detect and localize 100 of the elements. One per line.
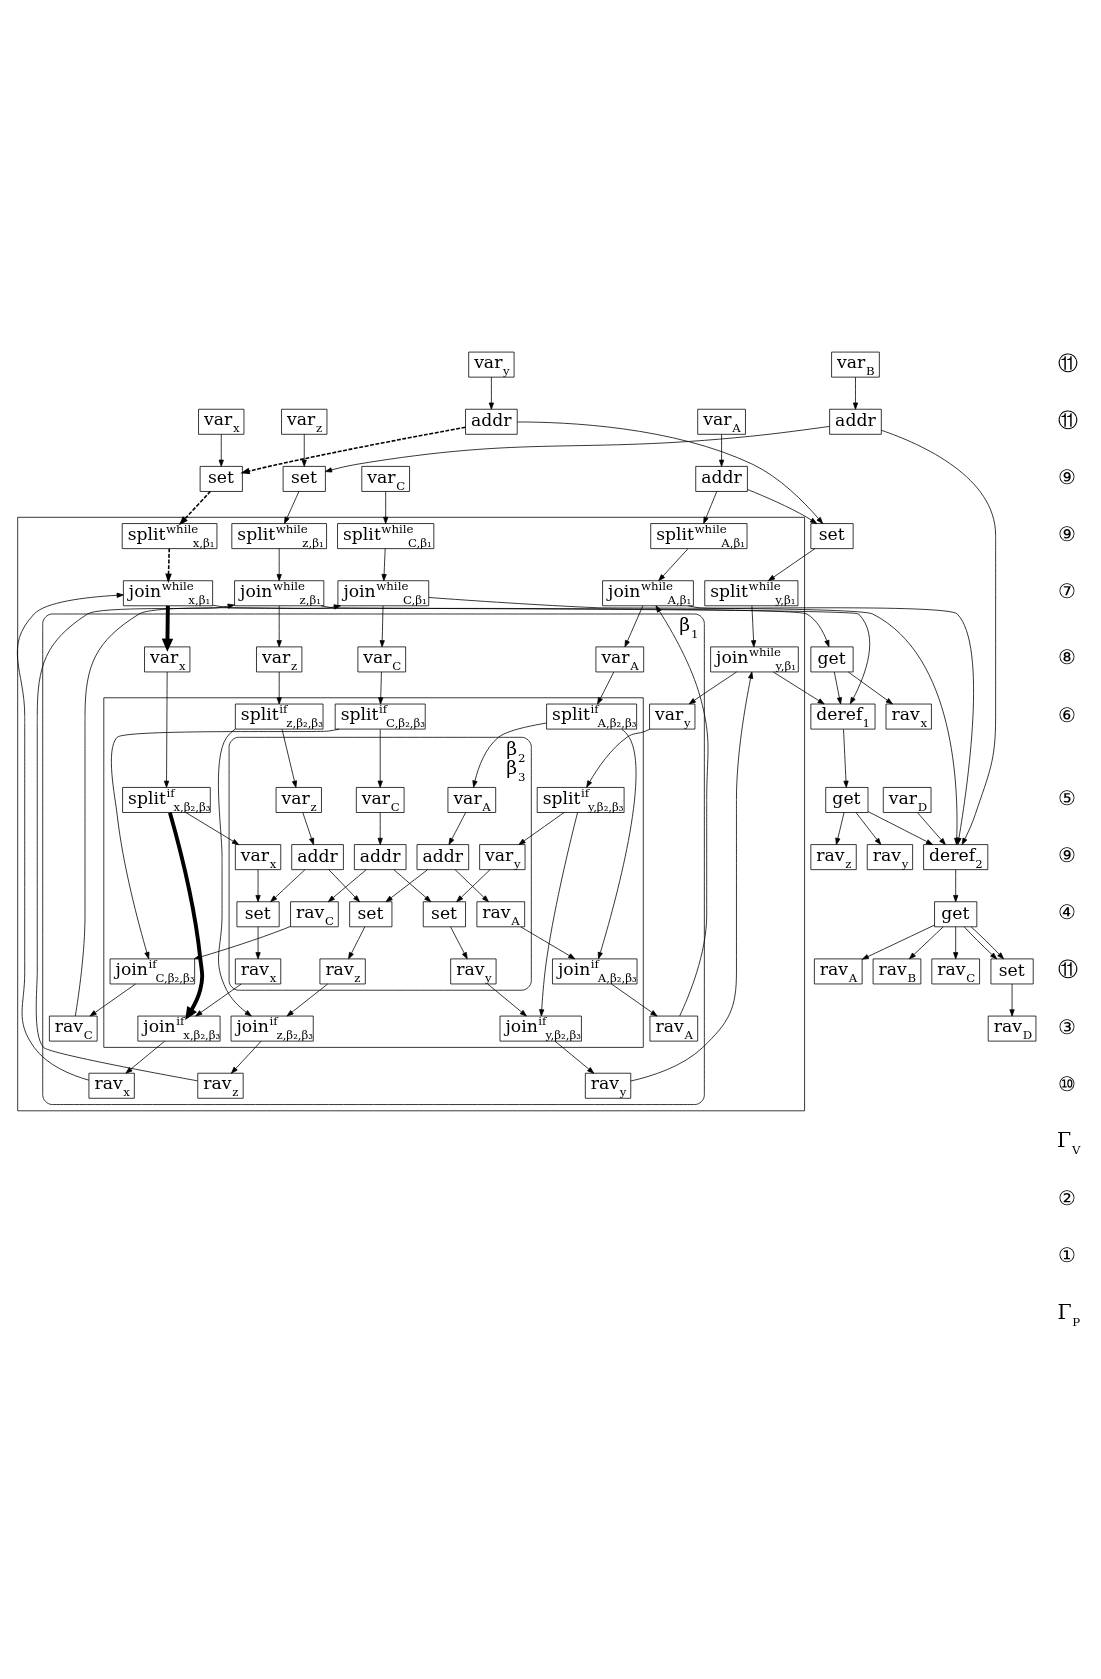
node-box: rav$_{D}$ (987, 1015, 1037, 1042)
arrow (161, 605, 174, 652)
arrow (328, 869, 360, 903)
node-box: rav$_{A}$ (476, 901, 526, 928)
node-box: var$_{x}$ (144, 646, 191, 673)
node-box: rav$_{z}$ (319, 958, 366, 985)
arrow (377, 812, 383, 845)
arrow (195, 983, 242, 1017)
arrow (163, 671, 170, 788)
arrow (751, 605, 757, 648)
node-box: addr (695, 466, 748, 492)
arrow (747, 489, 818, 524)
label: ⑦ (1057, 579, 1076, 604)
arrow (379, 605, 385, 648)
arrow (624, 605, 644, 648)
arrow (74, 604, 341, 1017)
arrow (286, 983, 329, 1017)
node-box: var$_{z}$ (275, 787, 322, 813)
arrow (487, 983, 527, 1017)
arrow (833, 671, 842, 705)
arrow (970, 926, 1004, 960)
node-box: set (349, 901, 393, 928)
node-box: addr (291, 844, 344, 871)
arrow (327, 869, 367, 903)
arrow (450, 926, 468, 960)
arrow (448, 812, 467, 845)
node-box: get (825, 787, 869, 813)
arrow (835, 812, 845, 845)
node-box: set (990, 958, 1034, 985)
label: Γ$_{P}$ (1057, 1299, 1081, 1329)
arrow (168, 812, 205, 1021)
arrow (953, 869, 959, 903)
node-box: var$_{A}$ (447, 787, 497, 813)
arrow (768, 548, 816, 582)
arrow (688, 671, 737, 705)
label: ⑥ (1057, 702, 1076, 727)
label: ① (1057, 1243, 1076, 1268)
arrow (325, 426, 830, 473)
arrow (586, 728, 651, 788)
arrow (488, 376, 494, 410)
node-box: rav$_{x}$ (88, 1072, 135, 1099)
node-box: addr (465, 408, 518, 435)
arrow (385, 869, 428, 903)
arrow (348, 926, 366, 960)
arrow (658, 548, 689, 582)
arrow (218, 728, 252, 1017)
node-box: rav$_{C}$ (290, 901, 339, 928)
label: ⑪ (1057, 350, 1078, 375)
arrow (165, 547, 172, 584)
node-box: var$_{x}$ (198, 408, 245, 435)
arrow (909, 926, 944, 960)
arrow (953, 926, 959, 960)
node-box: rav$_{B}$ (872, 958, 922, 985)
node-box: rav$_{A}$ (649, 1015, 699, 1042)
arrow (378, 671, 384, 705)
arrow (847, 671, 893, 705)
node-box: var$_{y}$ (479, 844, 526, 871)
arrow (719, 433, 725, 467)
node-box: set (422, 901, 466, 928)
node-box: var$_{z}$ (281, 408, 328, 435)
arrow (255, 926, 261, 960)
node-box: set (282, 466, 326, 492)
arrow (597, 728, 637, 960)
node-box: var$_{A}$ (595, 646, 645, 673)
arrow (472, 722, 547, 788)
arrow (597, 671, 615, 705)
arrow (383, 491, 389, 524)
arrow (89, 983, 136, 1017)
node-box: set (199, 466, 243, 492)
node-box: var$_{y}$ (468, 351, 515, 378)
arrow (867, 811, 933, 845)
arrow (111, 728, 340, 960)
node-box: rav$_{y}$ (584, 1072, 632, 1099)
arrow (377, 729, 383, 788)
node-box: var$_{C}$ (361, 466, 410, 492)
label: ⑤ (1057, 785, 1076, 810)
node-box: rav$_{y}$ (450, 958, 497, 985)
node-box: rav$_{x}$ (885, 703, 932, 730)
label: ⑪ (1057, 957, 1078, 982)
arrow (1009, 983, 1015, 1017)
node-box: var$_{D}$ (882, 787, 932, 813)
node-box: var$_{C}$ (357, 646, 407, 673)
arrow (193, 926, 291, 960)
node-box: set (810, 523, 854, 549)
label: Γ$_{V}$ (1057, 1128, 1081, 1158)
label: ⑪ (1057, 407, 1078, 432)
arrow (231, 1040, 262, 1074)
label: ⑨ (1057, 843, 1076, 868)
node-box: deref$_{2}$ (923, 844, 989, 871)
arrow (611, 983, 658, 1017)
arrow (178, 490, 212, 526)
node-box: rav$_{C}$ (931, 958, 980, 985)
node-box: var$_{A}$ (697, 408, 746, 435)
node-box: addr (353, 844, 407, 871)
label: ④ (1057, 900, 1076, 925)
arrow (218, 433, 224, 467)
node-box: rav$_{C}$ (49, 1015, 98, 1042)
arrow (772, 671, 825, 705)
arrow (270, 869, 306, 903)
arrow (276, 671, 282, 705)
